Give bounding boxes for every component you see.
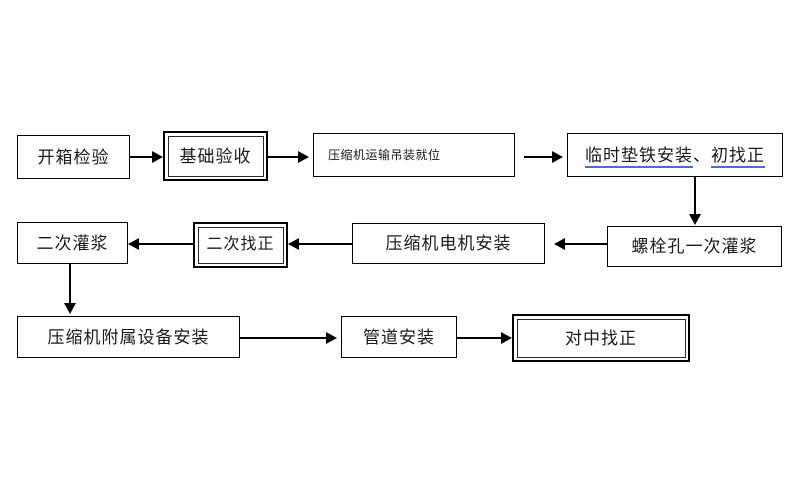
connector-arrowhead-linshi-to-luoshuan: [689, 214, 701, 225]
connector-line-erci-guanjiang-to-fushu: [69, 264, 71, 304]
connector-arrowhead-jichu-to-yunshu: [298, 151, 309, 163]
flow-node-label-separator: 、: [693, 145, 711, 165]
connector-line-kaixiang-to-jichu: [130, 156, 152, 158]
flow-node-label: 螺栓孔一次灌浆: [631, 237, 758, 256]
flow-node-erci-zhaozheng[interactable]: 二次找正: [193, 222, 288, 268]
flow-node-yasuoji-dianji-anzhuang[interactable]: 压缩机电机安装: [352, 223, 545, 264]
flow-node-label: 二次灌浆: [36, 233, 109, 253]
flow-node-label: 压缩机运输吊装就位: [328, 148, 441, 162]
flow-node-kaixiang-jianyan[interactable]: 开箱检验: [17, 135, 130, 179]
connector-arrowhead-dianji-to-erci-zhaozheng: [288, 238, 299, 250]
connector-arrowhead-kaixiang-to-jichu: [152, 151, 163, 163]
flow-node-label: 对中找正: [565, 328, 637, 348]
flow-node-label: 压缩机附属设备安装: [47, 327, 210, 347]
connector-arrowhead-erci-zhaozheng-to-erci-guanjiang: [128, 238, 139, 250]
flow-node-label: 开箱检验: [37, 147, 110, 167]
connector-arrowhead-fushu-to-guandao: [326, 332, 337, 344]
connector-line-erci-zhaozheng-to-erci-guanjiang: [139, 243, 193, 245]
flow-node-luoshuankong-guanjiang[interactable]: 螺栓孔一次灌浆: [607, 226, 782, 267]
connector-line-dianji-to-erci-zhaozheng: [299, 243, 352, 245]
connector-line-yunshu-to-linshi: [524, 156, 552, 158]
connector-line-fushu-to-guandao: [240, 337, 326, 339]
connector-line-luoshuan-to-dianji: [565, 243, 607, 245]
flow-node-label: 二次找正: [206, 236, 275, 253]
flow-node-erci-guanjiang[interactable]: 二次灌浆: [17, 222, 128, 264]
flow-node-label-part-1: 临时垫铁安装: [585, 145, 693, 168]
flow-node-label-part-2: 初找正: [711, 145, 765, 168]
flow-node-duizhong-zhaozheng[interactable]: 对中找正: [512, 314, 690, 362]
connector-arrowhead-yunshu-to-linshi: [552, 151, 563, 163]
connector-line-jichu-to-yunshu: [268, 156, 298, 158]
flow-node-linshi-dietie-anzhuang[interactable]: 临时垫铁安装、初找正: [567, 133, 783, 177]
connector-line-guandao-to-duizhong: [457, 337, 501, 339]
connector-line-linshi-to-luoshuan: [694, 177, 696, 215]
flow-node-guandao-anzhuang[interactable]: 管道安装: [341, 316, 457, 358]
flow-node-yunshu-diaozhuang[interactable]: 压缩机运输吊装就位: [313, 133, 515, 177]
flow-node-label: 管道安装: [363, 327, 435, 347]
connector-arrowhead-erci-guanjiang-to-fushu: [64, 303, 76, 314]
flow-node-label: 压缩机电机安装: [385, 234, 512, 253]
flow-node-label: 基础验收: [179, 146, 252, 166]
connector-arrowhead-guandao-to-duizhong: [501, 332, 512, 344]
connector-arrowhead-luoshuan-to-dianji: [554, 238, 565, 250]
flow-node-jichu-yanshou[interactable]: 基础验收: [163, 131, 268, 181]
flow-node-fushu-shebei-anzhuang[interactable]: 压缩机附属设备安装: [17, 316, 240, 358]
